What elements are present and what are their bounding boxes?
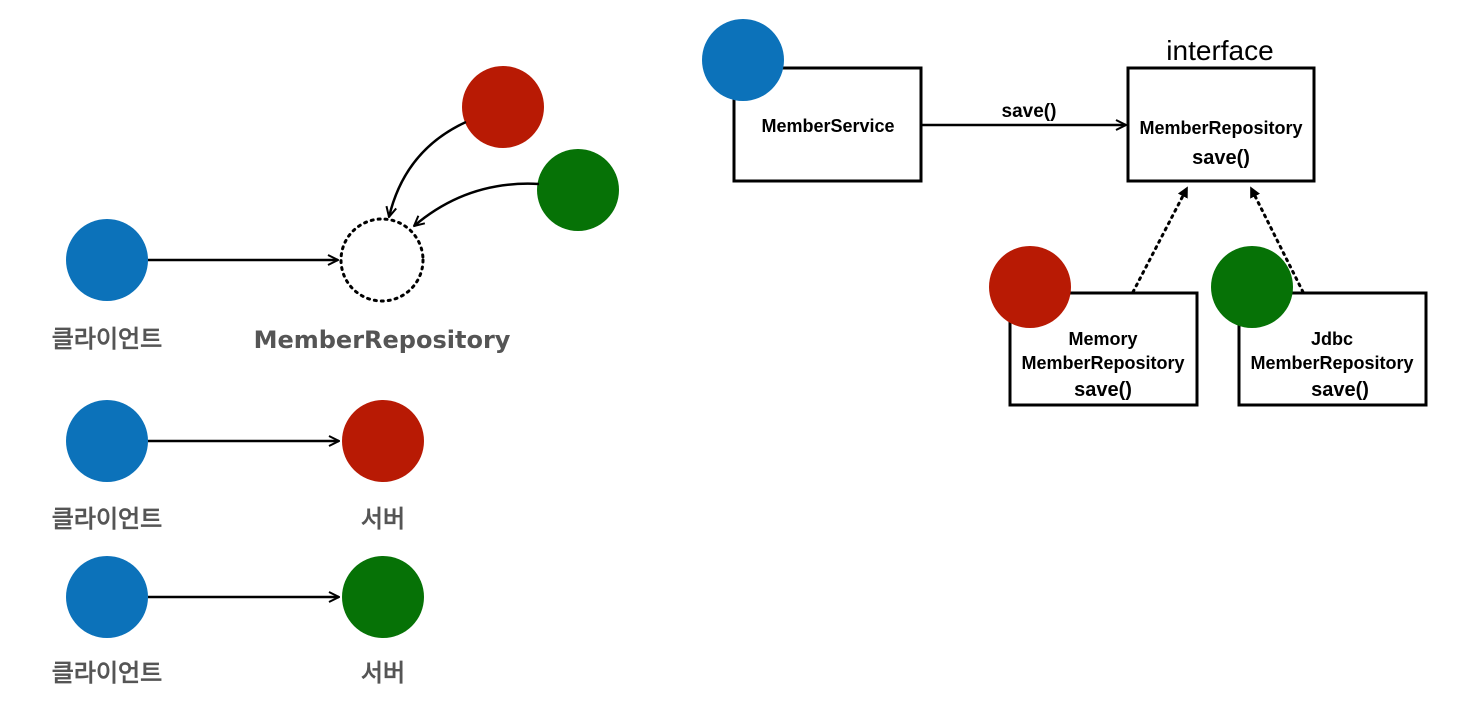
left-middle-group: 클라이언트 서버: [52, 400, 424, 533]
jdbc-line1-label: Jdbc: [1311, 329, 1353, 349]
jdbc-implements-arrow: [1249, 186, 1305, 294]
client-label: 클라이언트: [52, 505, 162, 533]
memory-line2-label: MemberRepository: [1021, 353, 1184, 373]
client-node: [66, 556, 148, 638]
left-top-group: 클라이언트 MemberRepository: [52, 66, 619, 354]
red-to-repository-arrow: [389, 120, 467, 217]
client-node: [66, 400, 148, 482]
jdbc-repository-box: [1237, 291, 1428, 407]
memory-line1-label: Memory: [1068, 329, 1137, 349]
member-service-label: MemberService: [761, 116, 894, 136]
memory-method-label: save(): [1074, 379, 1132, 401]
repository-label: MemberRepository: [254, 326, 511, 354]
jdbc-repository-node: [1211, 246, 1293, 328]
server-label: 서버: [361, 505, 405, 533]
interface-name-label: MemberRepository: [1139, 118, 1302, 138]
repository-placeholder-node: [339, 217, 425, 303]
red-server-node: [342, 400, 424, 482]
server-label: 서버: [361, 659, 405, 687]
jdbc-line2-label: MemberRepository: [1250, 353, 1413, 373]
client-label: 클라이언트: [52, 325, 162, 353]
client-label: 클라이언트: [52, 659, 162, 687]
right-class-diagram: MemberService save() interface MemberRep…: [702, 19, 1428, 407]
green-server-node: [342, 556, 424, 638]
memory-implements-arrow: [1131, 186, 1189, 294]
member-service-node: [702, 19, 784, 101]
green-to-repository-arrow: [414, 182, 540, 226]
left-bottom-group: 클라이언트 서버: [52, 556, 424, 687]
red-implementation-node: [462, 66, 544, 148]
interface-caption: interface: [1166, 35, 1273, 66]
green-implementation-node: [537, 149, 619, 231]
jdbc-method-label: save(): [1311, 379, 1369, 401]
client-node: [66, 219, 148, 301]
call-label: save(): [1002, 101, 1057, 122]
member-repository-interface-box: [1126, 66, 1316, 183]
interface-method-label: save(): [1192, 147, 1250, 169]
memory-repository-node: [989, 246, 1071, 328]
